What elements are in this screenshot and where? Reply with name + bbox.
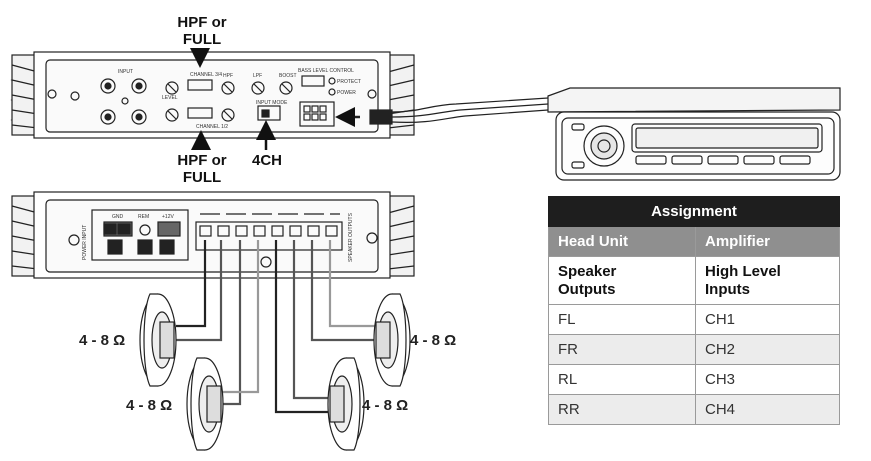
panel-labels: INPUT LEVEL CHANNEL 1/2 CHANNEL 3/4 HPF … bbox=[112, 68, 361, 220]
amplifier-top bbox=[10, 51, 415, 139]
label-input: INPUT bbox=[118, 69, 133, 75]
head-unit bbox=[547, 87, 841, 181]
speaker-right-lower bbox=[327, 357, 365, 451]
table-cell: CH2 bbox=[695, 334, 840, 365]
table-cell: CH1 bbox=[695, 304, 840, 335]
amplifier-bottom bbox=[11, 191, 415, 279]
callout-4ch: 4CH bbox=[251, 152, 282, 169]
table-subheader-row: Speaker Outputs High Level Inputs bbox=[548, 256, 840, 305]
table-header-row: Head Unit Amplifier bbox=[548, 226, 840, 257]
column-header-amplifier: Amplifier bbox=[695, 226, 840, 257]
speaker-left-upper bbox=[139, 293, 177, 387]
label-hpf: HPF bbox=[223, 73, 233, 79]
label-power: POWER bbox=[337, 90, 356, 96]
table-cell: CH3 bbox=[695, 364, 840, 395]
harness-cable bbox=[335, 97, 549, 127]
label-channel-3-4: CHANNEL 3/4 bbox=[190, 72, 222, 78]
label-level: LEVEL bbox=[162, 95, 178, 101]
table-title-row: Assignment bbox=[548, 196, 840, 227]
speaker-right-upper bbox=[373, 293, 411, 387]
table-row: FR CH2 bbox=[548, 334, 840, 365]
label-channel-1-2: CHANNEL 1/2 bbox=[196, 124, 228, 130]
callout-hpf-full-bottom: HPF or FULL bbox=[177, 152, 227, 186]
column-header-head-unit: Head Unit bbox=[548, 226, 696, 257]
speaker-left-lower bbox=[186, 357, 224, 451]
callout-hpf-full-top: HPF or FULL bbox=[177, 14, 227, 48]
table-cell: RR bbox=[548, 394, 696, 425]
table-cell: RL bbox=[548, 364, 696, 395]
label-rem: REM bbox=[138, 214, 149, 220]
assignment-table: Assignment Head Unit Amplifier Speaker O… bbox=[548, 196, 840, 425]
impedance-label-left-lower: 4 - 8 Ω bbox=[126, 397, 173, 414]
subheader-high-level-inputs: High Level Inputs bbox=[695, 256, 840, 305]
callout-arrows-top bbox=[190, 48, 276, 150]
impedance-label-right-lower: 4 - 8 Ω bbox=[362, 397, 409, 414]
label-protect: PROTECT bbox=[337, 79, 361, 85]
label-lpf: LPF bbox=[253, 73, 262, 79]
table-row: FL CH1 bbox=[548, 304, 840, 335]
table-row: RR CH4 bbox=[548, 394, 840, 425]
table-cell: FR bbox=[548, 334, 696, 365]
label-bass-level: BASS LEVEL CONTROL bbox=[298, 68, 354, 74]
impedance-label-left-upper: 4 - 8 Ω bbox=[79, 332, 126, 349]
table-cell: FL bbox=[548, 304, 696, 335]
label-gnd: GND bbox=[112, 214, 124, 220]
table-title: Assignment bbox=[548, 196, 840, 227]
label-12v: +12V bbox=[162, 214, 174, 220]
impedance-label-right-upper: 4 - 8 Ω bbox=[410, 332, 457, 349]
table-row: RL CH3 bbox=[548, 364, 840, 395]
label-input-mode: INPUT MODE bbox=[256, 100, 288, 106]
table-cell: CH4 bbox=[695, 394, 840, 425]
speaker-wires bbox=[176, 240, 380, 414]
subheader-speaker-outputs: Speaker Outputs bbox=[548, 256, 696, 305]
label-boost: BOOST bbox=[279, 73, 297, 79]
